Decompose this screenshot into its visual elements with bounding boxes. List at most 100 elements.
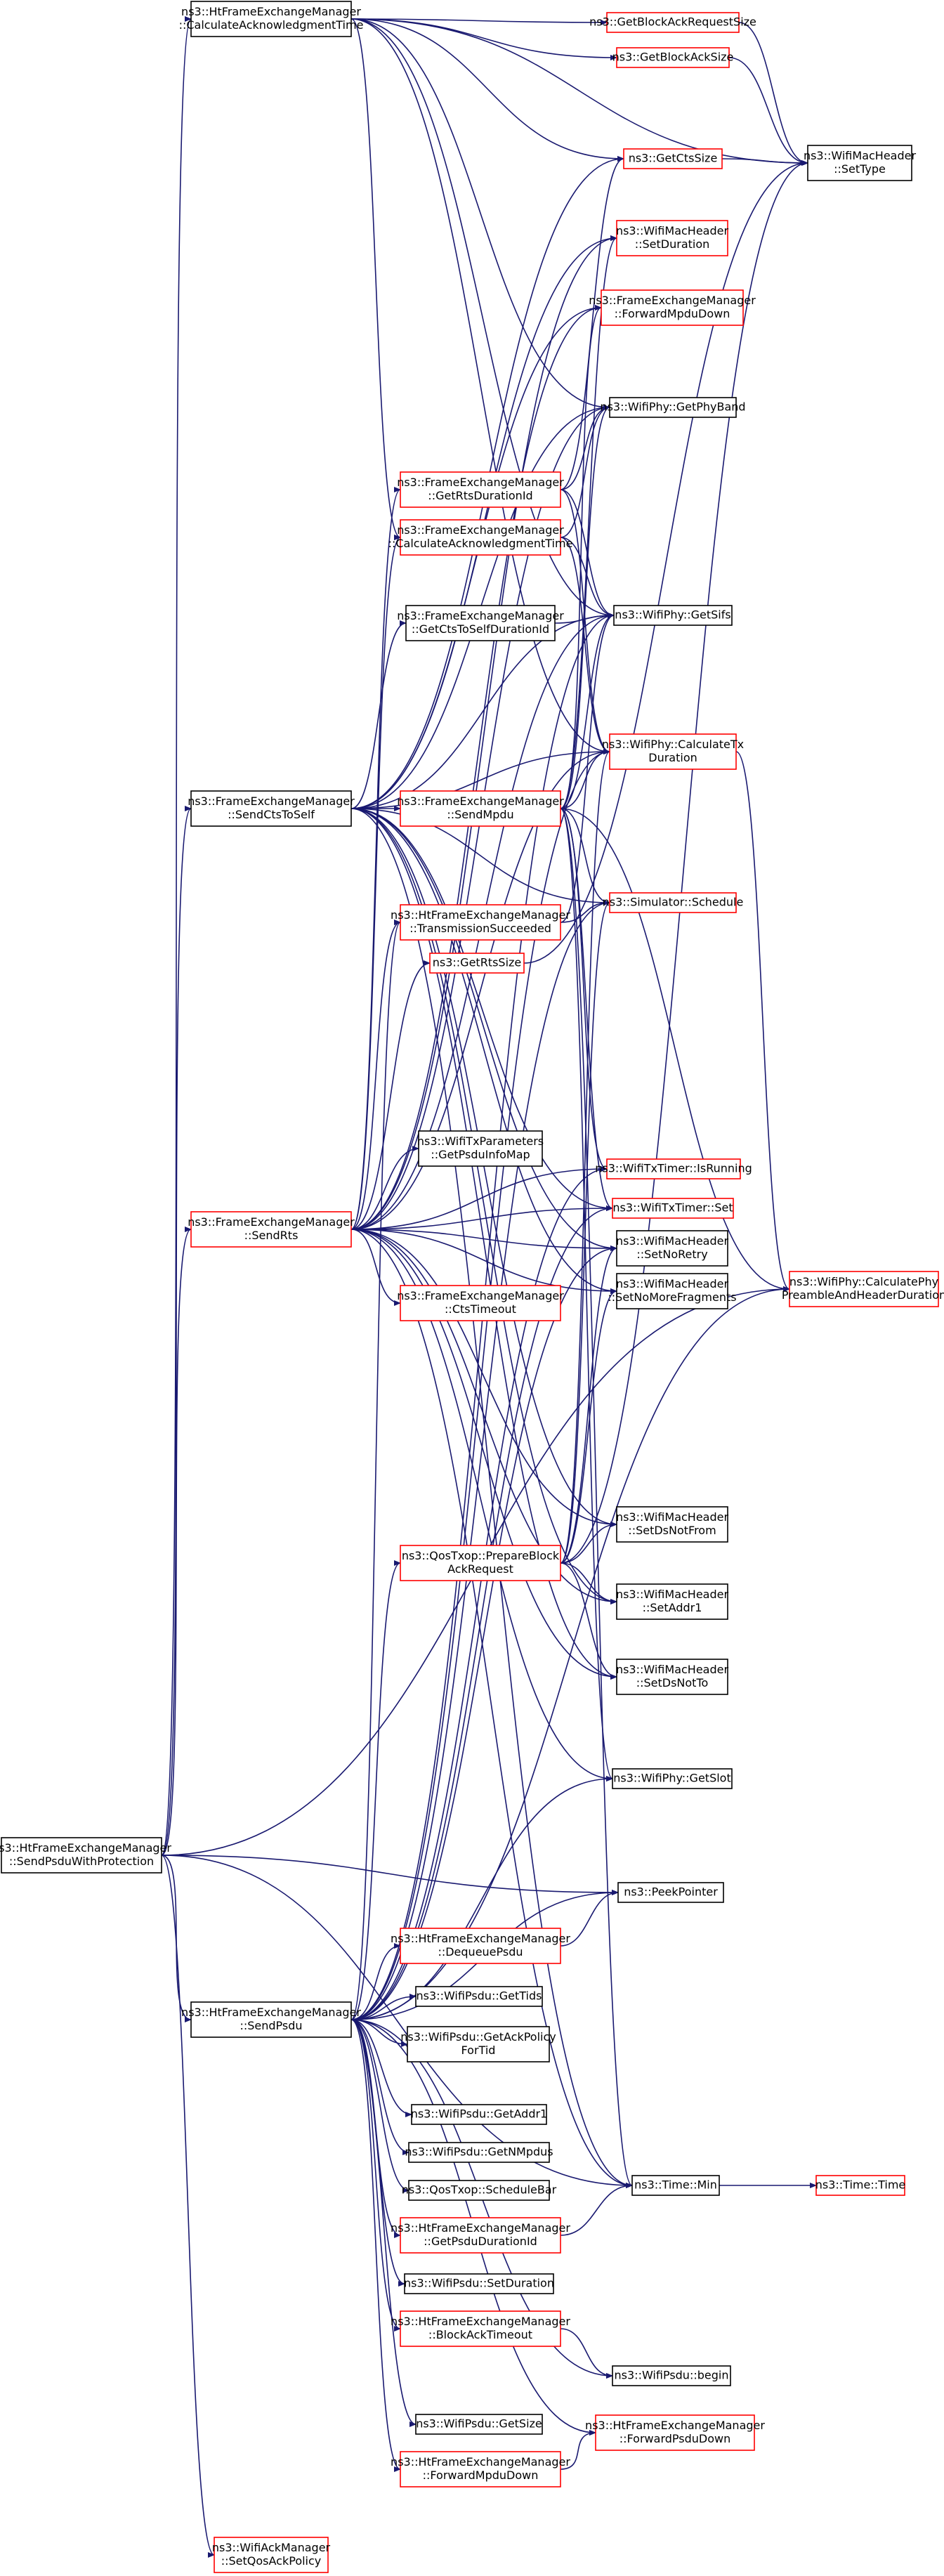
node-ns3-time-min[interactable]: ns3::Time::Min (631, 2175, 720, 2196)
edge-getRtsDur-to-getPhyBand (560, 405, 610, 490)
node-label-line: ns3::QosTxop::ScheduleBar (402, 2183, 557, 2197)
node-ns3-wifiphy-calculatephy-preambleandheaderduration[interactable]: ns3::WifiPhy::CalculatePhyPreambleAndHea… (782, 1271, 944, 1307)
edge-sendPsdu-to-prepBar (350, 1560, 401, 2020)
node-ns3-wifitxtimer-isrunning[interactable]: ns3::WifiTxTimer::IsRunning (595, 1158, 752, 1179)
node-ns3-getblockackrequestsize[interactable]: ns3::GetBlockAckRequestSize (589, 12, 756, 33)
node-ns3-frameexchangemanager-sendctstoself[interactable]: ns3::FrameExchangeManager::SendCtsToSelf (188, 790, 355, 827)
node-label-line: ::CalculateAcknowledgmentTime (179, 18, 364, 32)
node-ns3-frameexchangemanager-sendmpdu[interactable]: ns3::FrameExchangeManager::SendMpdu (397, 790, 564, 827)
node-ns3-wifitxparameters-getpsduinfomap[interactable]: ns3::WifiTxParameters::GetPsduInfoMap (417, 1130, 544, 1167)
node-box (612, 1198, 734, 1219)
node-label-line: ns3::GetBlockAckSize (612, 51, 734, 64)
node-ns3-frameexchangemanager-getctstoselfdurationid[interactable]: ns3::FrameExchangeManager::GetCtsToSelfD… (397, 605, 564, 641)
edge-sendRts-to-setAddr1 (350, 1229, 617, 1604)
node-ns3-wifipsdu-getsize[interactable]: ns3::WifiPsdu::GetSize (415, 2414, 543, 2435)
node-label-line: ::SetNoMoreFragments (608, 1290, 736, 1304)
node-ns3-htframeexchangemanager-sendpsduwithprotection[interactable]: ns3::HtFrameExchangeManager::SendPsduWit… (0, 1837, 171, 1874)
node-label-line: ns3::WifiPhy::GetSlot (613, 1772, 730, 1785)
node-label-line: ns3::GetRtsSize (433, 956, 522, 969)
node-ns3-frameexchangemanager-sendrts[interactable]: ns3::FrameExchangeManager::SendRts (188, 1211, 355, 1248)
edge-sendPsdu-to-psduGetAddr1 (350, 2019, 412, 2117)
node-ns3-wifipsdu-gettids[interactable]: ns3::WifiPsdu::GetTids (415, 1986, 543, 2007)
edge-calcTxDur-to-calcPhyPreamble (735, 751, 790, 1292)
node-ns3-wifimacheader-setdsnotto[interactable]: ns3::WifiMacHeader::SetDsNotTo (616, 1659, 729, 1695)
node-label-line: ns3::WifiTxTimer::Set (612, 1201, 733, 1215)
node-label-line: ::DequeuePsdu (438, 1945, 523, 1959)
node-label-line: ns3::WifiAckManager (212, 2541, 331, 2554)
node-ns3-frameexchangemanager-getrtsdurationid[interactable]: ns3::FrameExchangeManager::GetRtsDuratio… (397, 471, 564, 508)
node-label-line: ForTid (461, 2044, 496, 2057)
node-ns3-getctssize[interactable]: ns3::GetCtsSize (623, 148, 723, 169)
node-ns3-qostxop-schedulebar[interactable]: ns3::QosTxop::ScheduleBar (402, 2180, 557, 2201)
node-ns3-wifipsdu-setduration[interactable]: ns3::WifiPsdu::SetDuration (404, 2273, 554, 2294)
node-ns3-frameexchangemanager-forwardmpdudown[interactable]: ns3::FrameExchangeManager::ForwardMpduDo… (589, 289, 756, 326)
node-ns3-wifipsdu-begin[interactable]: ns3::WifiPsdu::begin (612, 2365, 731, 2386)
edge-calcAck-to-calcTxDur (350, 18, 610, 754)
node-label-line: ns3::WifiTxTimer::IsRunning (595, 1162, 752, 1175)
node-label-line: ns3::HtFrameExchangeManager (391, 2221, 570, 2235)
node-ns3-htframeexchangemanager-sendpsdu[interactable]: ns3::HtFrameExchangeManager::SendPsdu (181, 2001, 361, 2038)
node-ns3-wifiphy-getsifs[interactable]: ns3::WifiPhy::GetSifs (613, 605, 733, 626)
node-ns3-frameexchangemanager-calculateacknowledgmenttime[interactable]: ns3::FrameExchangeManager::CalculateAckn… (388, 519, 573, 556)
node-label-line: ::SetDuration (635, 237, 710, 251)
node-box (429, 953, 525, 974)
node-box (400, 471, 561, 508)
node-ns3-peekpointer[interactable]: ns3::PeekPointer (617, 1882, 724, 1903)
edge-ctsToSelf-to-setNoRetry (350, 808, 617, 1251)
node-ns3-htframeexchangemanager-forwardmpdudown[interactable]: ns3::HtFrameExchangeManager::ForwardMpdu… (391, 2451, 570, 2487)
node-ns3-wifimacheader-setnoretry[interactable]: ns3::WifiMacHeader::SetNoRetry (616, 1230, 729, 1267)
node-ns3-wifimacheader-setdsnotfrom[interactable]: ns3::WifiMacHeader::SetDsNotFrom (616, 1506, 729, 1543)
edge-ctsToSelf-to-timerSet (350, 808, 613, 1211)
edge-ctsToSelf-to-fwdMpdu (350, 305, 602, 809)
edge-prepBar-to-setDsNotFrom (560, 1522, 617, 1564)
node-label-line: ns3::PeekPointer (624, 1885, 718, 1899)
node-label-line: ns3::WifiMacHeader (616, 1588, 729, 1601)
node-ns3-time-time[interactable]: ns3::Time::Time (815, 2175, 906, 2196)
node-ns3-wifitxtimer-set[interactable]: ns3::WifiTxTimer::Set (612, 1198, 734, 1219)
node-ns3-htframeexchangemanager-getpsdudurationid[interactable]: ns3::HtFrameExchangeManager::GetPsduDura… (391, 2217, 570, 2254)
node-ns3-wifipsdu-getnmpdus[interactable]: ns3::WifiPsdu::GetNMpdus (405, 2142, 553, 2163)
node-ns3-htframeexchangemanager-transmissionsucceeded[interactable]: ns3::HtFrameExchangeManager::Transmissio… (391, 904, 570, 941)
node-ns3-getblockacksize[interactable]: ns3::GetBlockAckSize (612, 47, 734, 68)
node-label-line: ns3::WifiPhy::CalculatePhy (789, 1275, 938, 1288)
node-ns3-htframeexchangemanager-blockacktimeout[interactable]: ns3::HtFrameExchangeManager::BlockAckTim… (391, 2310, 570, 2347)
edge-htFwdMpdu-to-htFwdPsdu (560, 2430, 596, 2470)
edge-ctsToSelf-to-calcTxDur (350, 749, 610, 809)
node-ns3-wifimacheader-setduration[interactable]: ns3::WifiMacHeader::SetDuration (616, 220, 729, 256)
node-ns3-wifimacheader-setaddr1[interactable]: ns3::WifiMacHeader::SetAddr1 (616, 1583, 729, 1620)
node-ns3-htframeexchangemanager-calculateacknowledgmenttime[interactable]: ns3::HtFrameExchangeManager::CalculateAc… (179, 1, 364, 37)
node-box (616, 1506, 728, 1543)
node-label-line: ns3::WifiMacHeader (616, 1277, 729, 1290)
node-ns3-simulator-schedule[interactable]: ns3::Simulator::Schedule (603, 892, 744, 913)
node-box (609, 397, 737, 418)
edge-sendPsdu-to-timerSet (350, 1205, 613, 2020)
node-label-line: ::CalculateAcknowledgmentTime (388, 537, 573, 550)
node-ns3-frameexchangemanager-ctstimeout[interactable]: ns3::FrameExchangeManager::CtsTimeout (397, 1285, 564, 1321)
node-box (400, 1545, 561, 1581)
node-label-line: ::ForwardPsduDown (620, 2432, 730, 2445)
node-ns3-getrtssize[interactable]: ns3::GetRtsSize (429, 953, 525, 974)
node-ns3-wifimacheader-setnomorefragments[interactable]: ns3::WifiMacHeader::SetNoMoreFragments (608, 1273, 737, 1309)
node-label-line: ns3::WifiMacHeader (804, 149, 917, 162)
node-ns3-htframeexchangemanager-forwardpsdudown[interactable]: ns3::HtFrameExchangeManager::ForwardPsdu… (585, 2414, 765, 2451)
node-box (1, 1837, 162, 1874)
node-ns3-wifimacheader-settype[interactable]: ns3::WifiMacHeader::SetType (804, 145, 917, 181)
node-box (415, 1986, 543, 2007)
node-box (807, 145, 912, 181)
edge-ctsToSelf-to-schedule (350, 808, 610, 905)
node-ns3-wifiphy-getslot[interactable]: ns3::WifiPhy::GetSlot (612, 1768, 733, 1789)
edge-getPsduDur-to-timeMin (560, 2183, 633, 2236)
node-ns3-wifiphy-getphyband[interactable]: ns3::WifiPhy::GetPhyBand (600, 397, 746, 418)
edge-sendPsdu-to-getNMpdus (350, 2019, 409, 2155)
edge-sendRts-to-txSucceeded (350, 920, 401, 1230)
node-label-line: ns3::WifiPsdu::GetTids (417, 1989, 542, 2003)
node-ns3-wifiackmanager-setqosackpolicy[interactable]: ns3::WifiAckManager::SetQosAckPolicy (212, 2537, 331, 2573)
node-box (415, 2414, 543, 2435)
edge-sendRts-to-getRtsDur (350, 487, 401, 1230)
node-ns3-htframeexchangemanager-dequeuepsdu[interactable]: ns3::HtFrameExchangeManager::DequeuePsdu (391, 1928, 570, 1964)
edge-sendRts-to-setDsNotFrom (350, 1229, 617, 1527)
node-ns3-wifipsdu-getaddr1[interactable]: ns3::WifiPsdu::GetAddr1 (411, 2104, 547, 2125)
